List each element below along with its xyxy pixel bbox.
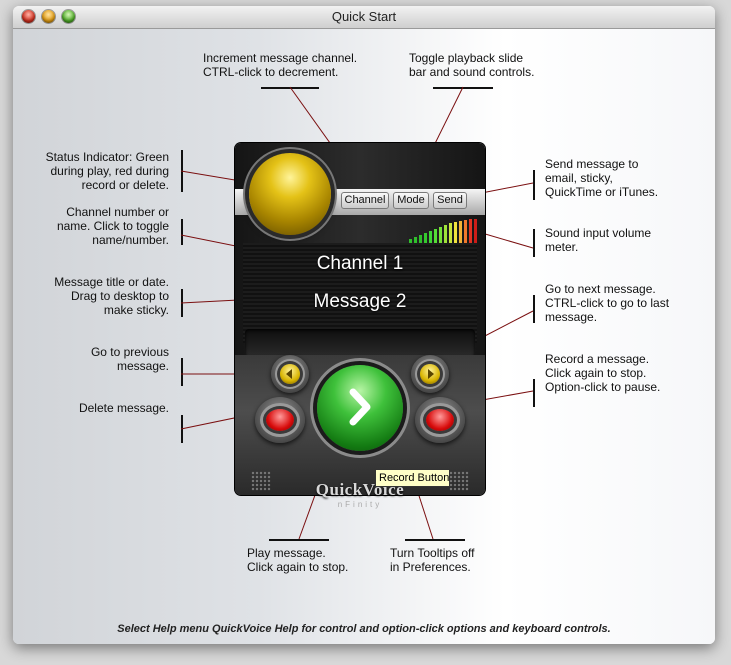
note-play-message: Play message. Click again to stop. xyxy=(247,546,349,574)
playback-slide-bar[interactable] xyxy=(245,329,475,357)
note-record-message: Record a message. Click again to stop. O… xyxy=(545,352,661,394)
note-message-title: Message title or date. Drag to desktop t… xyxy=(54,275,169,317)
speaker-grille-left xyxy=(251,471,271,491)
callout-tick xyxy=(533,229,535,257)
note-status-indicator: Status Indicator: Green during play, red… xyxy=(45,150,169,192)
channel-button[interactable]: Channel xyxy=(341,192,389,209)
delete-message-button[interactable] xyxy=(266,409,294,431)
previous-message-button[interactable] xyxy=(280,364,300,384)
play-message-button[interactable] xyxy=(317,365,403,451)
quick-start-window: Quick Start Increment message channel. C… xyxy=(13,6,715,644)
chevron-left-icon xyxy=(286,369,292,379)
note-send-message: Send message to email, sticky, QuickTime… xyxy=(545,157,659,199)
note-delete-message: Delete message. xyxy=(78,401,169,415)
next-message-button[interactable] xyxy=(420,364,440,384)
callout-tick xyxy=(533,379,535,407)
note-prev-message: Go to previous message. xyxy=(90,345,169,373)
play-chevron-icon xyxy=(349,388,371,426)
help-footer-text: Select Help menu QuickVoice Help for con… xyxy=(117,623,611,635)
title-bar: Quick Start xyxy=(13,6,715,29)
brand-subtitle: nFinity xyxy=(337,500,383,509)
callout-tick xyxy=(261,87,319,89)
mode-button[interactable]: Mode xyxy=(393,192,429,209)
note-channel-number: Channel number or name. Click to toggle … xyxy=(56,205,169,247)
content-area: Increment message channel. CTRL-click to… xyxy=(13,29,715,644)
window-title: Quick Start xyxy=(331,9,397,24)
callout-tick xyxy=(533,170,535,200)
speaker-grille-right xyxy=(449,471,469,491)
chevron-right-icon xyxy=(428,369,434,379)
note-toggle-playback: Toggle playback slide bar and sound cont… xyxy=(409,51,535,79)
zoom-window-button[interactable] xyxy=(62,10,75,23)
note-next-message: Go to next message. CTRL-click to go to … xyxy=(545,282,670,324)
callout-tick xyxy=(269,539,329,541)
note-sound-input: Sound input volume meter. xyxy=(545,226,652,254)
minimize-window-button[interactable] xyxy=(42,10,55,23)
record-button-tooltip: Record Button xyxy=(375,469,450,487)
close-window-button[interactable] xyxy=(22,10,35,23)
note-tooltips-off: Turn Tooltips off in Preferences. xyxy=(390,546,475,574)
callout-tick xyxy=(405,539,465,541)
record-message-button[interactable] xyxy=(426,409,454,431)
message-title-display[interactable]: Message 2 xyxy=(313,291,407,312)
channel-name-display[interactable]: Channel 1 xyxy=(316,253,404,274)
callout-tick xyxy=(181,358,183,386)
callout-tick xyxy=(533,295,535,323)
send-button[interactable]: Send xyxy=(433,192,467,209)
display-screen: Channel 1 Message 2 xyxy=(243,243,477,343)
quickvoice-device: Channel Mode Send xyxy=(235,143,485,509)
note-increment-channel: Increment message channel. CTRL-click to… xyxy=(203,51,358,79)
callout-tick xyxy=(181,219,183,245)
status-indicator-light xyxy=(249,153,331,235)
